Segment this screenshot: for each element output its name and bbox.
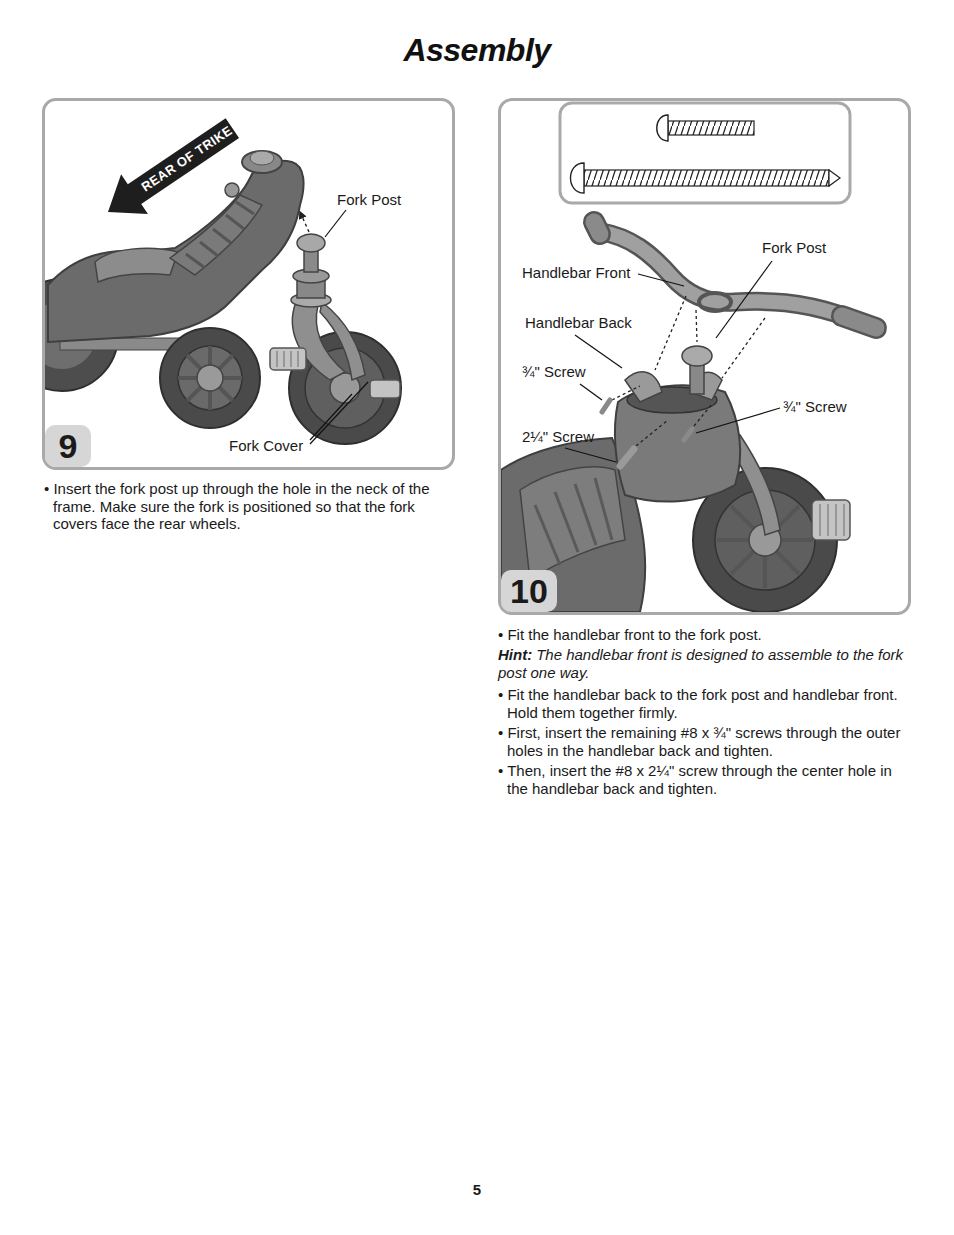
instruction-block: 5 — [457, 1181, 497, 1199]
instruction-text: The handlebar front is designed to assem… — [498, 646, 903, 681]
instruction-block: • First, insert the remaining #8 x ¾" sc… — [498, 724, 908, 759]
step-number-badge: 9 — [45, 425, 91, 467]
instruction-block: • Fit the handlebar front to the fork po… — [498, 626, 908, 644]
part-label: ¾" Screw — [783, 398, 847, 416]
instruction-text: • Insert the fork post up through the ho… — [44, 480, 430, 532]
part-label: Handlebar Back — [525, 314, 632, 332]
instruction-block: Hint:The handlebar front is designed to … — [498, 646, 908, 681]
page-title: Assembly — [0, 32, 954, 69]
step-panel: REAR OF TRIKE Fork PostFork Cover 9 — [42, 98, 455, 470]
part-label: 2¼" Screw — [522, 428, 594, 446]
instruction-text: • Then, insert the #8 x 2¼" screw throug… — [498, 762, 892, 797]
step-9-illustration — [45, 151, 401, 444]
step-panel: Handlebar Front Fork PostHandlebar Back ¾"… — [498, 98, 911, 615]
instruction-text: • Fit the handlebar back to the fork pos… — [498, 686, 898, 721]
direction-label: REAR OF TRIKE — [138, 122, 236, 196]
part-label: Handlebar Front — [522, 264, 630, 282]
instruction-text: • First, insert the remaining #8 x ¾" sc… — [498, 724, 900, 759]
part-label: Fork Cover — [229, 437, 303, 455]
instruction-block: • Insert the fork post up through the ho… — [44, 480, 456, 533]
callout-number: 10 — [510, 571, 548, 611]
part-label: Fork Post — [762, 239, 826, 257]
instruction-block: • Then, insert the #8 x 2¼" screw throug… — [498, 762, 908, 797]
instruction-text: • Fit the handlebar front to the fork po… — [498, 626, 762, 643]
part-label: Fork Post — [337, 191, 401, 209]
hint-key: Hint: — [498, 646, 532, 663]
part-label: ¾" Screw — [522, 363, 586, 381]
instruction-block: • Fit the handlebar back to the fork pos… — [498, 686, 908, 721]
page-number: 5 — [473, 1181, 481, 1198]
step-10-illustration — [501, 103, 876, 612]
step-number-badge: 10 — [501, 570, 557, 612]
callout-number: 9 — [59, 426, 78, 466]
rear-direction-arrow — [95, 108, 246, 232]
